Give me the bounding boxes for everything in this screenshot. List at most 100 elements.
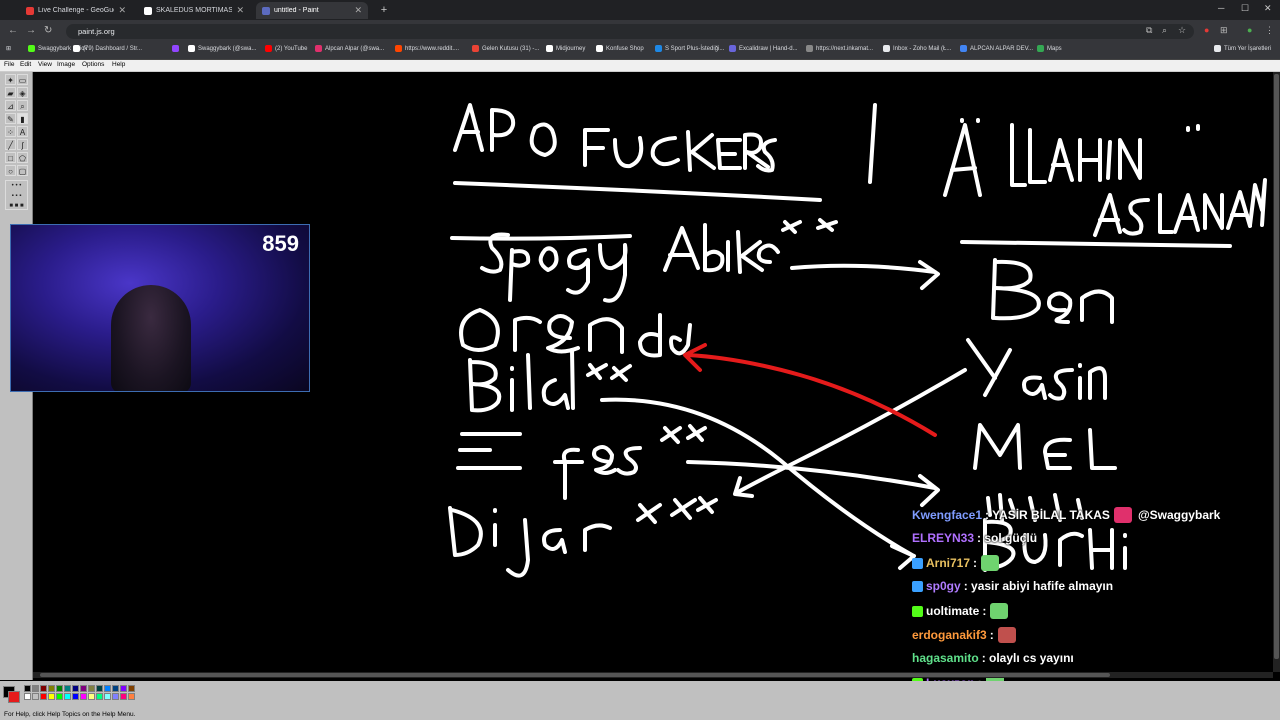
vertical-scroll-thumb[interactable] (1274, 74, 1279, 659)
brush-size-options[interactable]: • • •▪ ▪ ▪■ ■ ■ (5, 180, 28, 210)
polygon-icon[interactable]: ⬠ (17, 152, 28, 163)
menu-options[interactable]: Options (82, 61, 105, 68)
rect-select-icon[interactable]: ▭ (17, 74, 28, 85)
palette-swatch[interactable] (40, 685, 47, 692)
palette-swatch[interactable] (104, 693, 111, 700)
palette-swatch[interactable] (128, 685, 135, 692)
rounded-rect-icon[interactable]: ▢ (17, 165, 28, 176)
address-bar[interactable]: paint.js.org (66, 24, 1194, 39)
close-icon[interactable]: ✕ (118, 5, 126, 15)
maximize-icon[interactable]: ☐ (1241, 3, 1250, 13)
menu-help[interactable]: Help (112, 61, 126, 68)
rectangle-icon[interactable]: □ (5, 152, 16, 163)
color-picker-icon[interactable]: ⊿ (5, 100, 16, 111)
zoom-icon[interactable]: ⌕ (1162, 25, 1168, 35)
bookmark-item[interactable]: Excalidraw | Hand-d... (729, 45, 798, 52)
menu-edit[interactable]: Edit (20, 61, 32, 68)
palette-swatch[interactable] (104, 685, 111, 692)
bookmark-item[interactable]: (2) YouTube (265, 45, 307, 52)
chat-username[interactable]: Kwengface1 (912, 508, 983, 522)
menu-view[interactable]: View (38, 61, 52, 68)
pencil-icon[interactable]: ✎ (5, 113, 16, 124)
palette-swatch[interactable] (112, 693, 119, 700)
brush-icon[interactable]: ▮ (17, 113, 28, 124)
palette-swatch[interactable] (80, 685, 87, 692)
bookmark-item[interactable]: Swaggybark (@swa... (188, 45, 256, 52)
close-icon[interactable]: ✕ (236, 5, 244, 15)
install-icon[interactable]: ⧉ (1146, 25, 1153, 35)
forward-icon[interactable]: → (26, 25, 36, 36)
bookmark-item[interactable] (172, 45, 182, 52)
bookmark-item[interactable]: S Sport Plus-İstediği... (655, 45, 724, 52)
star-icon[interactable]: ☆ (1178, 25, 1187, 35)
bookmark-item[interactable]: Gelen Kutusu (31) -... (472, 45, 539, 52)
bookmark-item[interactable]: Swaggybark | Kick (28, 45, 87, 52)
apps-icon[interactable]: ⊞ (6, 46, 12, 52)
minimize-icon[interactable]: ─ (1218, 3, 1225, 13)
bookmark-item[interactable]: https://next.inkamat... (806, 45, 873, 52)
palette-swatch[interactable] (48, 685, 55, 692)
palette-swatch[interactable] (56, 685, 63, 692)
palette-swatch[interactable] (32, 693, 39, 700)
palette-swatch[interactable] (24, 693, 31, 700)
palette-swatch[interactable] (72, 685, 79, 692)
horizontal-scroll-thumb[interactable] (40, 673, 1110, 677)
palette-swatch[interactable] (24, 685, 31, 692)
palette-swatch[interactable] (72, 693, 79, 700)
reload-icon[interactable]: ↻ (44, 25, 53, 36)
menu-icon[interactable]: ⋮ (1265, 25, 1274, 35)
close-window-icon[interactable]: ✕ (1264, 3, 1272, 13)
palette-swatch[interactable] (56, 693, 63, 700)
extensions-puzzle-icon[interactable]: ⊞ (1220, 25, 1228, 35)
ellipse-icon[interactable]: ○ (5, 165, 16, 176)
chat-username[interactable]: ELREYN33 (912, 531, 975, 545)
airbrush-icon[interactable]: ⁘ (5, 126, 16, 137)
bookmark-item[interactable]: (79) Dashboard / Str... (73, 45, 142, 52)
palette-swatch[interactable] (120, 685, 127, 692)
bookmark-item[interactable]: Konfuse Shop (596, 45, 644, 52)
palette-swatch[interactable] (128, 693, 135, 700)
free-select-icon[interactable]: ✦ (5, 74, 16, 85)
palette-swatch[interactable] (32, 685, 39, 692)
fill-icon[interactable]: ◈ (17, 87, 28, 98)
profile-avatar[interactable]: ● (1247, 25, 1253, 35)
palette-swatch[interactable] (80, 693, 87, 700)
chat-username[interactable]: Arni717 (926, 556, 971, 570)
tab-paint[interactable]: untitled - Paint ✕ (256, 2, 368, 19)
palette-swatch[interactable] (88, 693, 95, 700)
chat-username[interactable]: uoltimate (926, 604, 980, 618)
bookmark-item[interactable]: Midjourney (546, 45, 585, 52)
tab-geoguessr[interactable]: Live Challenge - GeoGuessr ✕ (20, 2, 132, 19)
palette-swatch[interactable] (96, 685, 103, 692)
menu-image[interactable]: Image (57, 61, 76, 68)
magnifier-icon[interactable]: ⌕ (17, 100, 28, 111)
chat-username[interactable]: sp0gy (926, 579, 961, 593)
palette-swatch[interactable] (64, 693, 71, 700)
secondary-color[interactable] (8, 691, 20, 703)
palette-swatch[interactable] (112, 685, 119, 692)
all-bookmarks[interactable]: Tüm Yer İşaretleri (1214, 45, 1271, 52)
palette-swatch[interactable] (96, 693, 103, 700)
bookmark-item[interactable]: https://www.reddit.... (395, 45, 459, 52)
bookmark-item[interactable]: Maps (1037, 45, 1062, 52)
eraser-icon[interactable]: ▰ (5, 87, 16, 98)
menu-file[interactable]: File (4, 61, 15, 68)
palette-swatch[interactable] (88, 685, 95, 692)
text-icon[interactable]: A (17, 126, 28, 137)
close-icon[interactable]: ✕ (354, 5, 362, 15)
palette-swatch[interactable] (40, 693, 47, 700)
new-tab-button[interactable]: + (380, 4, 388, 16)
bookmark-item[interactable]: ALPCAN ALPAR DEV... (960, 45, 1033, 52)
back-icon[interactable]: ← (8, 25, 18, 36)
chat-username[interactable]: hagasamito (912, 651, 979, 665)
tab-x-community[interactable]: SKALEDUS MORTIMAS Topluluğ ✕ (138, 2, 250, 19)
chat-username[interactable]: erdoganakif3 (912, 628, 987, 642)
bookmark-item[interactable]: Alpcan Alpar (@swa... (315, 45, 384, 52)
palette-swatch[interactable] (120, 693, 127, 700)
palette-swatch[interactable] (64, 685, 71, 692)
palette-swatch[interactable] (48, 693, 55, 700)
line-icon[interactable]: ╱ (5, 139, 16, 150)
curve-icon[interactable]: ∫ (17, 139, 28, 150)
extension-icon[interactable]: ● (1204, 25, 1210, 35)
bookmark-item[interactable]: Inbox - Zoho Mail (Ł... (883, 45, 951, 52)
